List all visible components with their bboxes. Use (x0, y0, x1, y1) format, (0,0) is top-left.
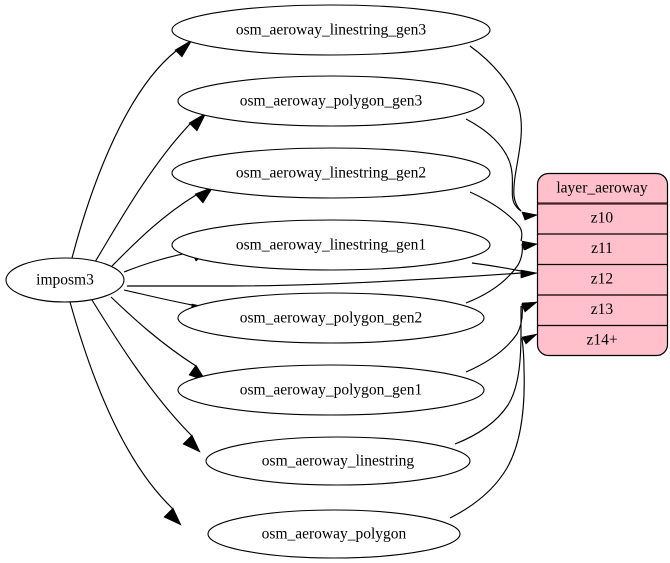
edge-imposm3-to-osm_aeroway_polygon (69, 301, 182, 526)
node-osm_aeroway_polygon_gen2-label: osm_aeroway_polygon_gen2 (240, 310, 423, 327)
node-osm_aeroway_linestring_gen2[interactable]: osm_aeroway_linestring_gen2 (171, 147, 491, 199)
edge-group-nodes-to-table (126, 45, 539, 519)
edge-imposm3-to-osm_aeroway_linestring (91, 299, 201, 453)
node-imposm3[interactable]: imposm3 (5, 257, 125, 303)
edge-imposm3-to-osm_aeroway_linestring_gen2 (111, 186, 214, 267)
edge-imposm3-to-osm_aeroway_linestring_gen3 (71, 39, 193, 259)
edge-osm_aeroway_polygon_gen3-to-z10 (465, 118, 539, 221)
table-row-z11-label: z11 (591, 240, 613, 257)
node-imposm3-label: imposm3 (36, 272, 94, 289)
node-osm_aeroway_linestring-label: osm_aeroway_linestring (262, 453, 415, 470)
edge-osm_aeroway_polygon_gen2-to-z11 (465, 242, 538, 304)
node-osm_aeroway_linestring_gen1-label: osm_aeroway_linestring_gen1 (236, 237, 426, 254)
edge-imposm3-to-osm_aeroway_polygon_gen3 (94, 112, 207, 263)
node-osm_aeroway_polygon_gen3-label: osm_aeroway_polygon_gen3 (240, 93, 423, 110)
table-row-z12-label: z12 (591, 271, 613, 288)
edge-osm_aeroway_polygon_gen1-to-z12 (126, 270, 538, 287)
node-osm_aeroway_linestring[interactable]: osm_aeroway_linestring (205, 436, 471, 486)
node-osm_aeroway_polygon_gen3[interactable]: osm_aeroway_polygon_gen3 (177, 75, 485, 127)
table-row-z13-label: z13 (591, 301, 614, 318)
table-header-label: layer_aeroway (556, 180, 647, 197)
node-osm_aeroway_linestring_gen1[interactable]: osm_aeroway_linestring_gen1 (171, 219, 491, 271)
node-osm_aeroway_linestring_gen2-label: osm_aeroway_linestring_gen2 (236, 165, 426, 182)
node-osm_aeroway_polygon_gen1[interactable]: osm_aeroway_polygon_gen1 (177, 364, 485, 416)
edge-osm_aeroway_linestring_gen3-to-z10 (469, 45, 539, 221)
node-osm_aeroway_linestring_gen3[interactable]: osm_aeroway_linestring_gen3 (171, 4, 491, 56)
node-layer_aeroway-table[interactable]: layer_aeroway z10 z11 z12 z13 z14+ (536, 172, 669, 357)
table-row-z10-label: z10 (591, 210, 614, 227)
edge-osm_aeroway_linestring-to-z13 (454, 301, 538, 445)
node-osm_aeroway_polygon[interactable]: osm_aeroway_polygon (207, 509, 461, 559)
table-row-z14-label: z14+ (586, 332, 617, 349)
node-osm_aeroway_linestring_gen3-label: osm_aeroway_linestring_gen3 (236, 22, 427, 39)
edge-osm_aeroway_polygon-to-z14 (449, 333, 539, 519)
node-osm_aeroway_polygon_gen1-label: osm_aeroway_polygon_gen1 (240, 382, 423, 399)
node-osm_aeroway_polygon_gen2[interactable]: osm_aeroway_polygon_gen2 (177, 292, 485, 344)
node-osm_aeroway_polygon-label: osm_aeroway_polygon (262, 526, 407, 543)
